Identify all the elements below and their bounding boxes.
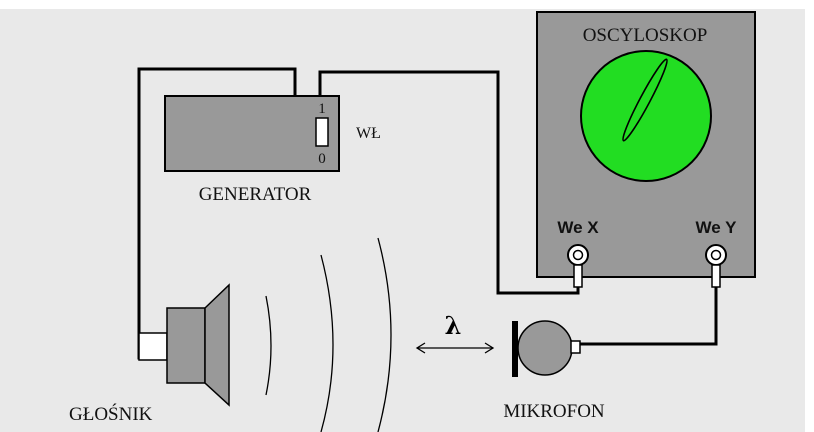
- oscilloscope-screen: [580, 50, 712, 182]
- wire-generator-scope-x: [318, 70, 580, 295]
- oscilloscope: OSCYLOSKOP We X We Y: [536, 11, 756, 288]
- input-y-label: We Y: [696, 218, 738, 237]
- generator-body: [164, 95, 340, 172]
- lissajous-trace: [622, 58, 668, 142]
- microphone-diaphragm: [512, 321, 518, 377]
- speaker-label: GŁOŚNIK: [69, 403, 153, 425]
- wavelength-symbol: λ: [445, 311, 462, 340]
- wavelength-indicator: λ: [415, 311, 495, 354]
- oscilloscope-label: OSCYLOSKOP: [583, 25, 708, 46]
- sound-wave-3: [377, 237, 392, 432]
- sound-wave-1: [265, 295, 272, 396]
- input-x-connector: [567, 244, 589, 288]
- switch-off-label: 0: [318, 151, 326, 167]
- microphone-plug: [570, 340, 581, 354]
- generator: 1 0 WŁ GENERATOR: [164, 95, 381, 205]
- switch-on-label: 1: [318, 101, 326, 117]
- switch-label: WŁ: [356, 125, 381, 142]
- frame-right: [805, 0, 814, 432]
- generator-label: GENERATOR: [199, 184, 312, 205]
- speaker: GŁOŚNIK: [69, 283, 230, 425]
- speaker-magnet: [166, 307, 206, 384]
- wire-mic-scope-y: [579, 287, 718, 346]
- frame-top: [0, 0, 814, 9]
- speaker-cone: [204, 283, 230, 407]
- microphone-body: [517, 320, 573, 376]
- input-x-label: We X: [557, 218, 599, 237]
- sound-wave-2: [320, 254, 334, 432]
- power-switch: [315, 117, 329, 147]
- sound-waves: [265, 237, 392, 432]
- microphone: MIKROFON: [503, 320, 605, 422]
- speaker-back: [138, 332, 168, 361]
- microphone-label: MIKROFON: [503, 401, 605, 422]
